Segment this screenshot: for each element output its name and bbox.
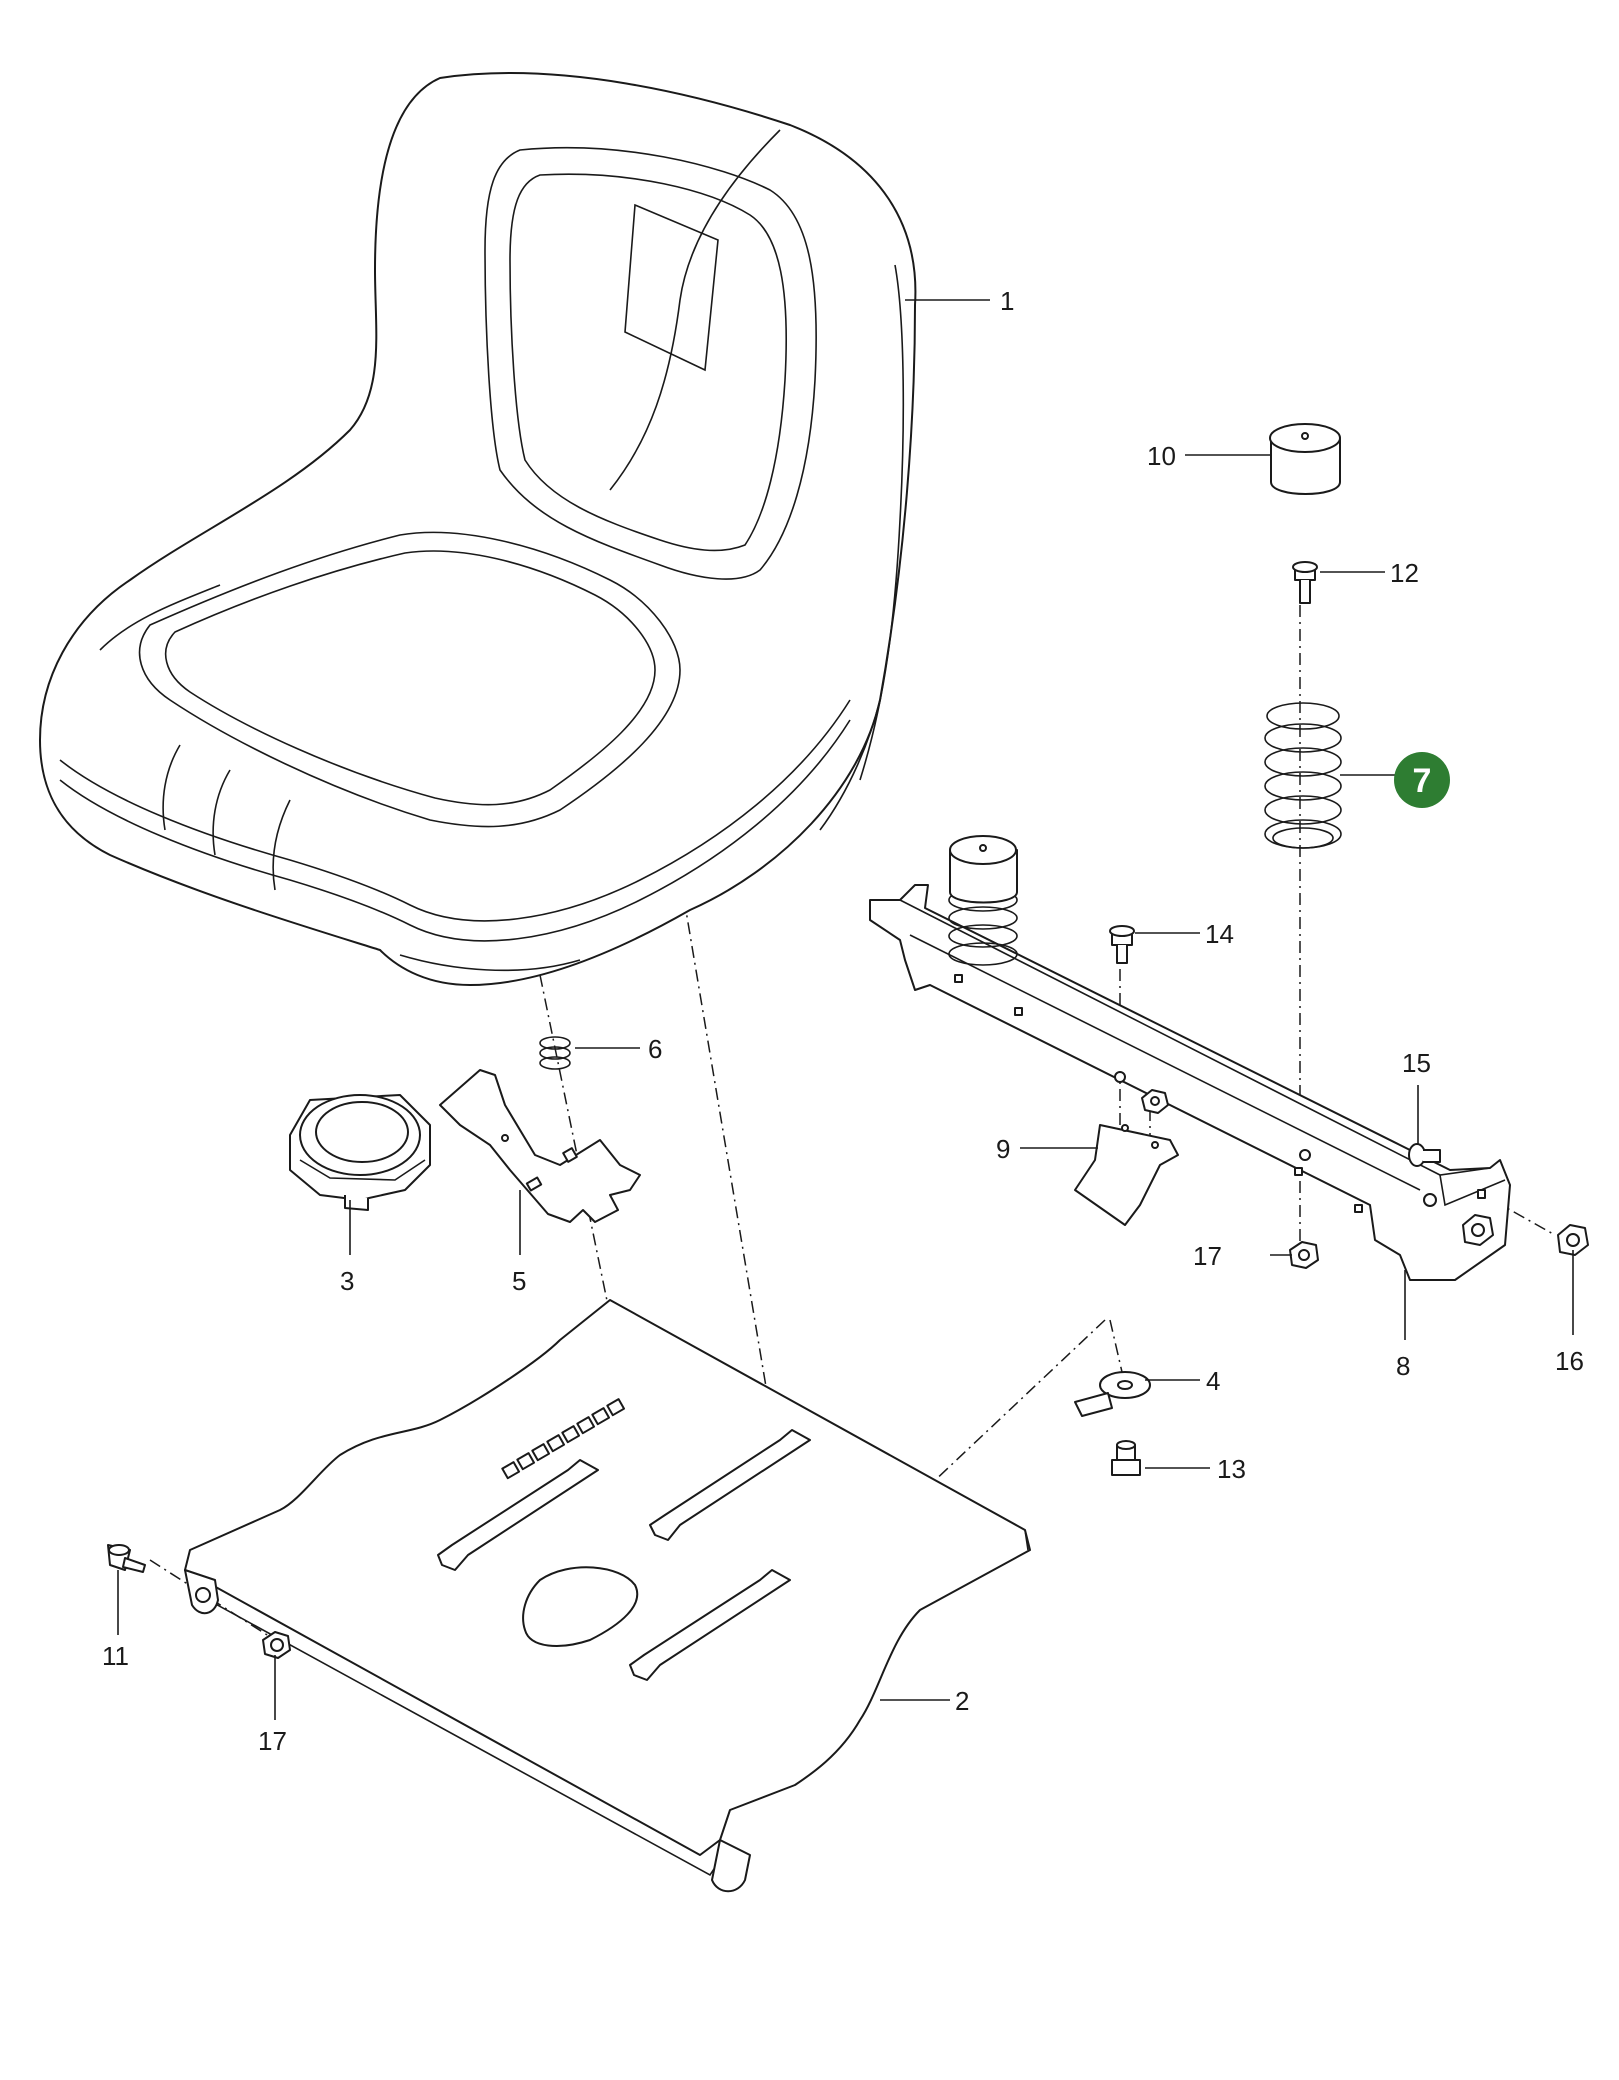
switch-bracket[interactable]	[439, 1069, 641, 1223]
highlight-callout-7[interactable]: 7	[1394, 752, 1450, 808]
callout-6: 6	[648, 1034, 662, 1064]
callout-7: 7	[1413, 762, 1432, 800]
seat-switch[interactable]	[289, 1094, 431, 1211]
callout-13: 13	[1217, 1454, 1246, 1484]
callout-17-left: 17	[258, 1726, 287, 1756]
callout-9: 9	[996, 1134, 1010, 1164]
rail-nut	[1141, 1089, 1169, 1114]
rubber-cap[interactable]	[1269, 423, 1341, 495]
bolt-13[interactable]	[1111, 1440, 1141, 1476]
small-bracket[interactable]	[1074, 1124, 1179, 1226]
callout-8: 8	[1396, 1351, 1410, 1381]
bolt-11[interactable]	[107, 1544, 146, 1573]
small-spring[interactable]	[539, 1036, 571, 1070]
bolt-15[interactable]	[1408, 1143, 1441, 1167]
callout-3: 3	[340, 1266, 354, 1296]
callout-1: 1	[1000, 286, 1014, 316]
washer-tab[interactable]	[1074, 1371, 1151, 1417]
mounting-plate[interactable]	[184, 1299, 1031, 1893]
callout-labels: 1 10 12 14 6 15 9 17 3 5 8 16 4 13 11 2 …	[102, 286, 1584, 1756]
callout-11: 11	[102, 1641, 129, 1671]
bolt-12[interactable]	[1292, 561, 1318, 604]
nut-17-left[interactable]	[262, 1631, 291, 1659]
seat-rail[interactable]	[869, 835, 1511, 1281]
callout-4: 4	[1206, 1366, 1220, 1396]
callout-10: 10	[1147, 441, 1176, 471]
callout-17-right: 17	[1193, 1241, 1222, 1271]
callout-5: 5	[512, 1266, 526, 1296]
callout-16: 16	[1555, 1346, 1584, 1376]
callout-15: 15	[1402, 1048, 1431, 1078]
nut-17-right[interactable]	[1289, 1241, 1319, 1269]
nut-16[interactable]	[1557, 1224, 1589, 1256]
callout-2: 2	[955, 1686, 969, 1716]
seat[interactable]	[39, 72, 917, 986]
highlight-badge	[1394, 752, 1450, 808]
leader-lines	[117, 299, 1574, 1720]
callout-12: 12	[1390, 558, 1419, 588]
bolt-14[interactable]	[1109, 925, 1135, 964]
coil-spring[interactable]	[1264, 702, 1342, 849]
slot-row	[501, 1398, 626, 1480]
callout-14: 14	[1205, 919, 1234, 949]
